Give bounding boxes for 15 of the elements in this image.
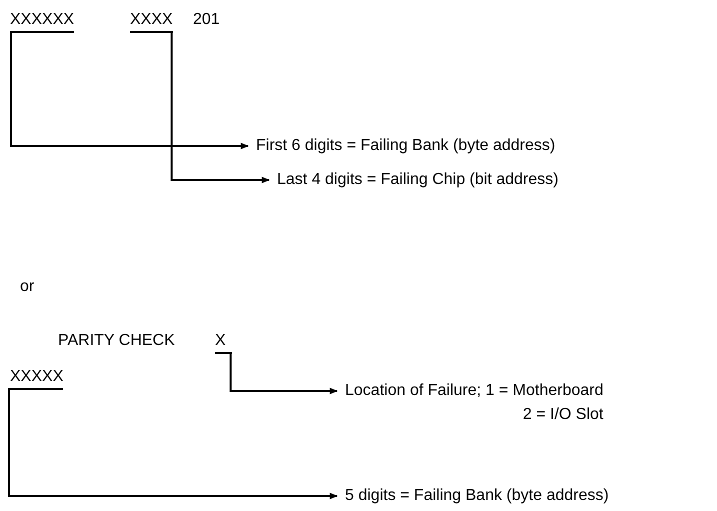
underlined-code: X [215, 331, 232, 354]
description-text: 5 digits = Failing Bank (byte address) [345, 486, 609, 506]
connector-arrow [170, 33, 270, 184]
description-text: Last 4 digits = Failing Chip (bit address) [277, 170, 558, 190]
connector-arrow [10, 33, 249, 150]
connector-arrow [230, 354, 338, 394]
underlined-code: XXXXXX [10, 10, 74, 33]
connector-arrow [8, 390, 338, 500]
description-text: Location of Failure; 1 = Motherboard 2 = I/O Slot [345, 381, 604, 425]
label-text: or [20, 277, 34, 297]
label-text: PARITY CHECK [58, 331, 175, 351]
label-text: 201 [193, 10, 220, 30]
underlined-code: XXXXX [8, 367, 64, 390]
underlined-code: XXXX [130, 10, 173, 33]
description-text: First 6 digits = Failing Bank (byte address) [256, 136, 556, 156]
